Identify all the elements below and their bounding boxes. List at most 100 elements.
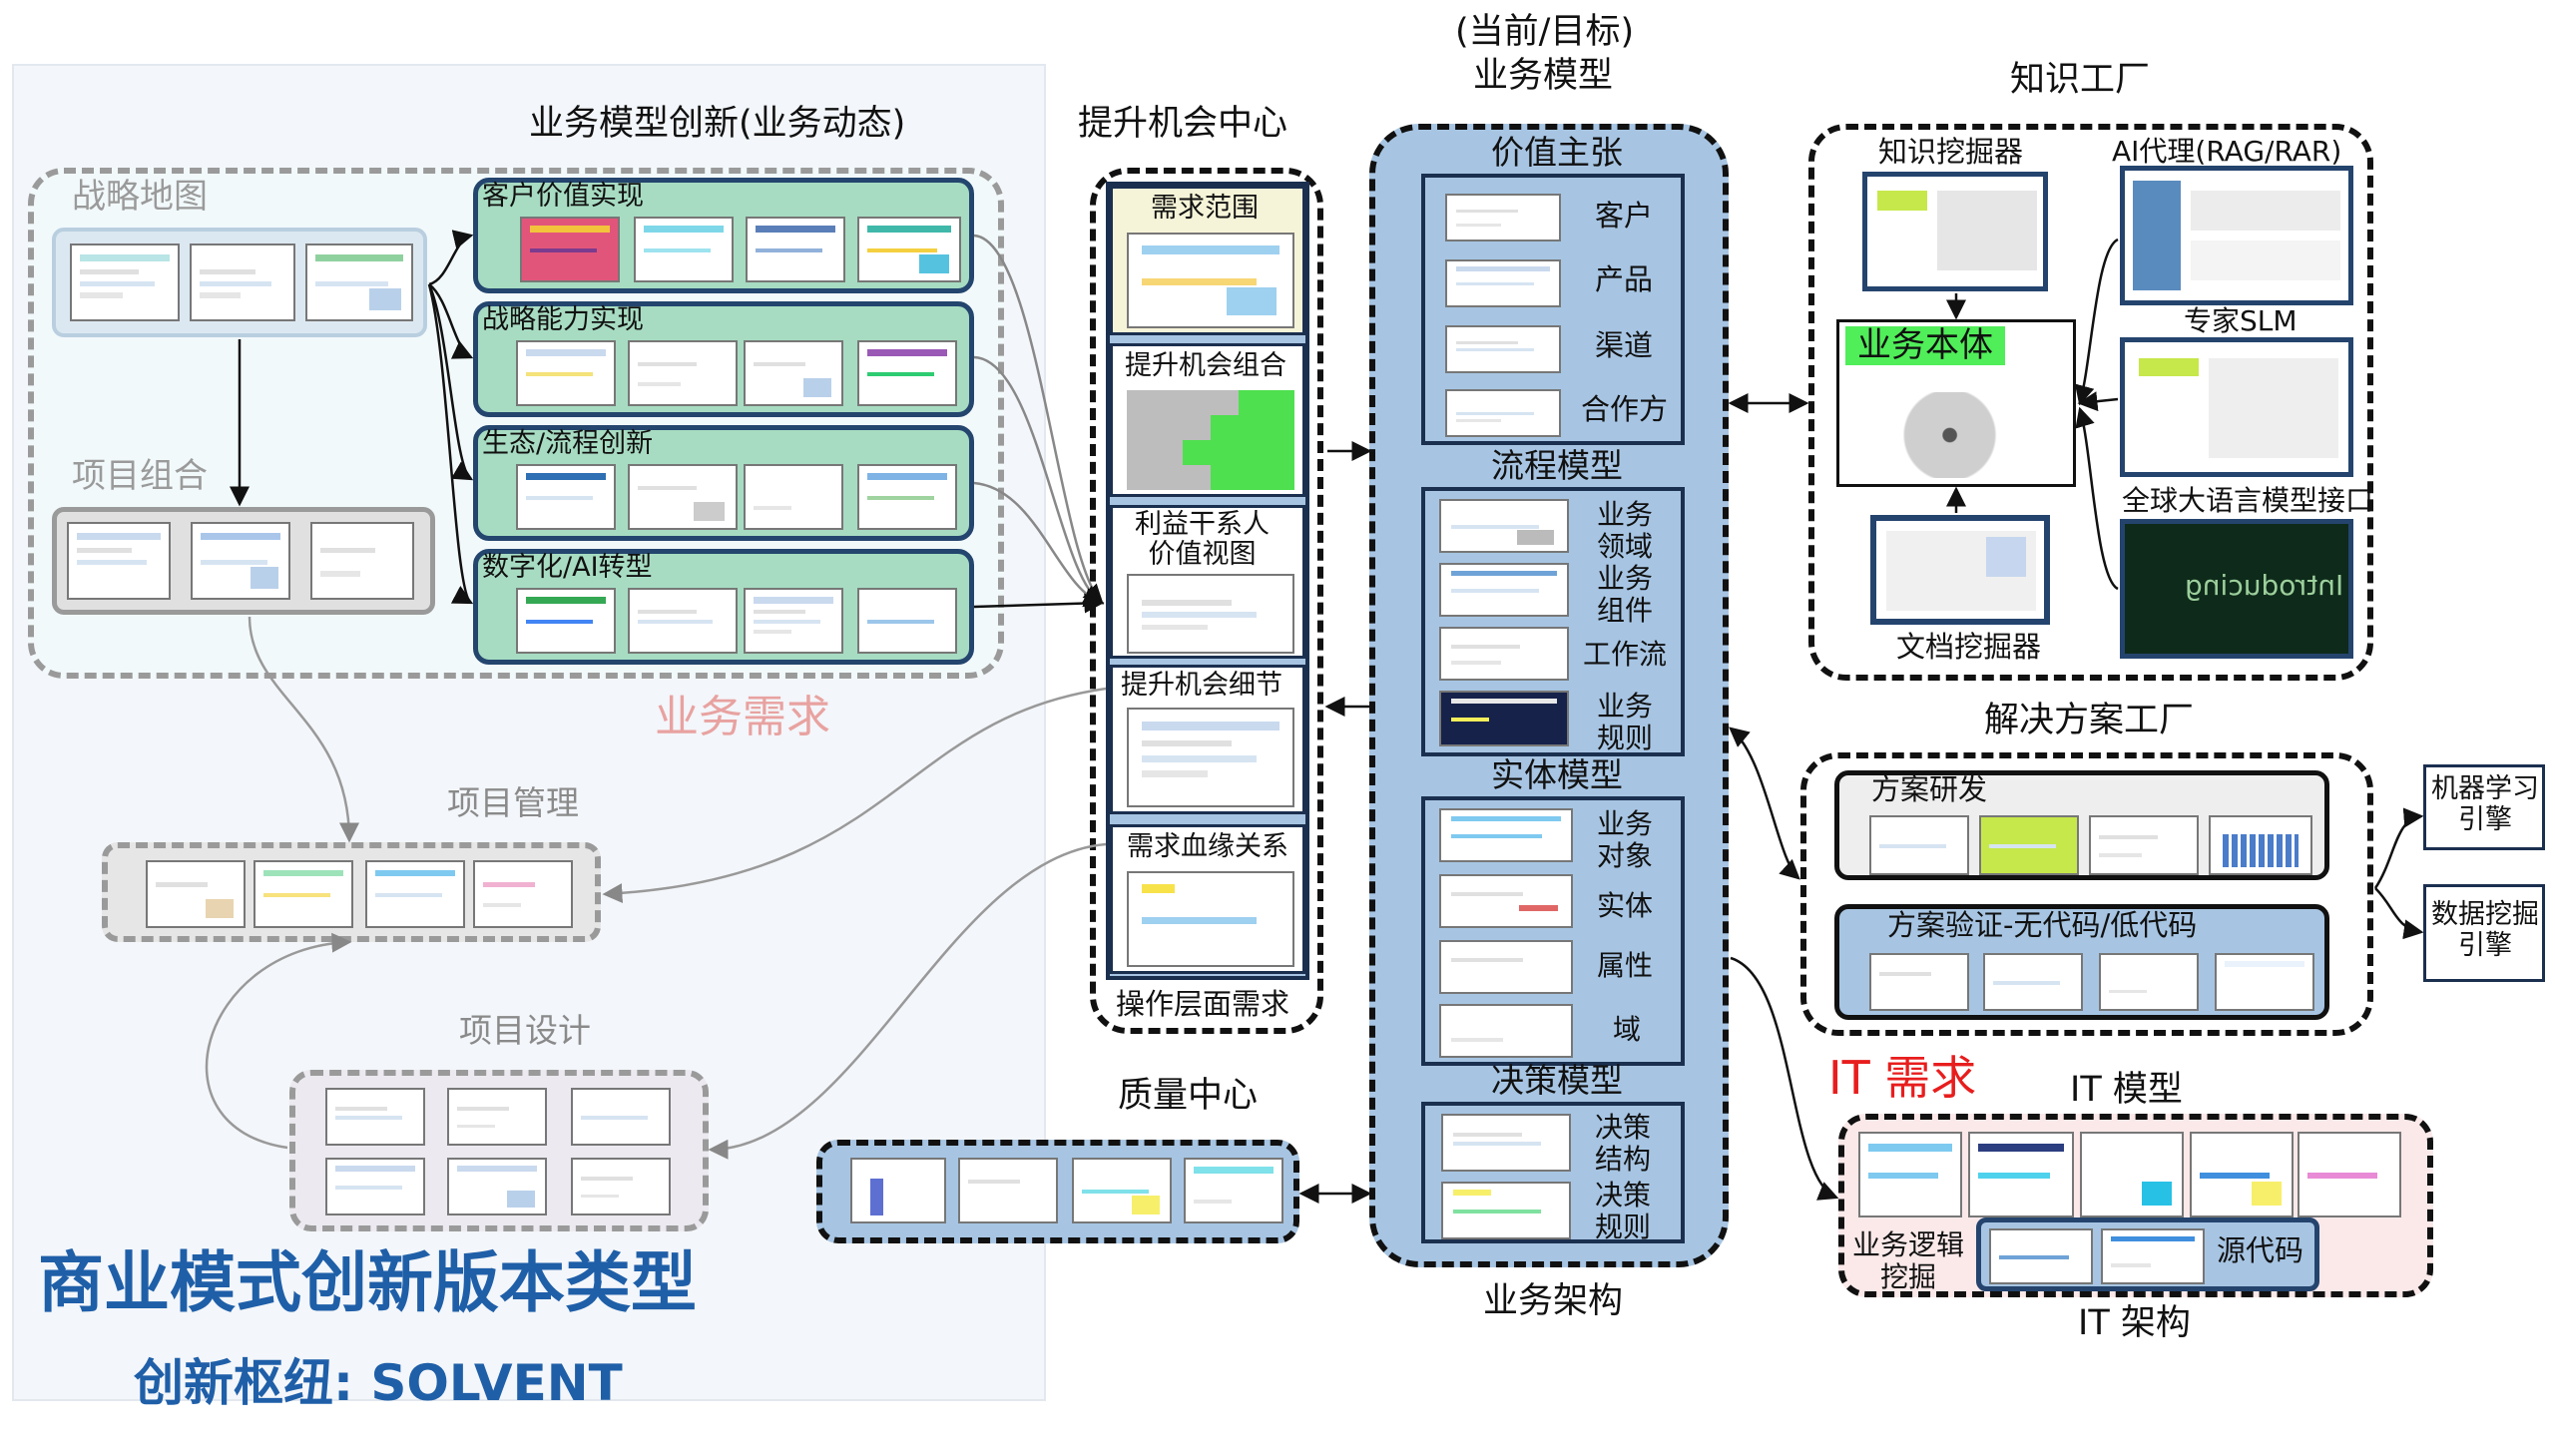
vp-channel: 渠道 — [1595, 328, 1654, 362]
customer-thumb-4 — [857, 217, 961, 282]
quality-thumb-1 — [850, 1158, 946, 1223]
customer-value-label: 客户价值实现 — [482, 181, 644, 212]
project-portfolio-box[interactable] — [52, 507, 435, 615]
pm-thumb-2 — [254, 860, 353, 928]
capability-thumb-1 — [516, 340, 616, 406]
opportunity-title: 提升机会中心 — [1078, 104, 1288, 144]
entity-model-panel[interactable]: 业务 对象 实体 属性 域 — [1421, 796, 1685, 1066]
em-thumb-4 — [1439, 1004, 1573, 1058]
knowledge-title: 知识工厂 — [2010, 60, 2151, 100]
opportunity-item-scope[interactable]: 需求范围 — [1110, 186, 1305, 335]
verification-box[interactable]: 方案验证-无代码/低代码 — [1834, 904, 2329, 1020]
verify-thumb-3 — [2099, 953, 2199, 1011]
opportunity-item-detail[interactable]: 提升机会细节 — [1110, 665, 1305, 814]
quality-thumb-3 — [1072, 1158, 1172, 1223]
it-architecture-box[interactable]: 源代码 — [1976, 1217, 2319, 1291]
project-management-label: 项目管理 — [447, 783, 579, 822]
it-thumb-1[interactable] — [1858, 1132, 1962, 1217]
innovation-to-opportunity-2 — [973, 355, 1105, 605]
strategy-to-digital — [427, 283, 474, 605]
vp-product: 产品 — [1595, 262, 1654, 296]
model-to-it — [1730, 956, 1839, 1201]
em-thumb-3 — [1439, 940, 1573, 994]
process-model-panel[interactable]: 业务 领域 业务 组件 工作流 业务 规则 — [1421, 487, 1685, 756]
em-object: 业务 对象 — [1597, 807, 1654, 873]
ai-agent-box[interactable] — [2120, 166, 2353, 305]
customer-value-panel[interactable]: 客户价值实现 — [473, 178, 974, 293]
entity-model-title: 实体模型 — [1491, 755, 1623, 794]
it-thumb-2[interactable] — [1968, 1132, 2074, 1217]
verify-thumb-2 — [1983, 953, 2083, 1011]
strategy-to-capability — [428, 283, 474, 359]
knowledge-miner-box[interactable] — [1862, 172, 2048, 291]
verify-thumb-1 — [1869, 953, 1969, 1011]
it-demand-label: IT 需求 — [1828, 1051, 1977, 1105]
ml-engine-box[interactable]: 机器学习 引擎 — [2423, 764, 2545, 850]
opportunity-item-stakeholder-label: 利益干系人 价值视图 — [1135, 509, 1270, 570]
project-portfolio-label: 项目组合 — [72, 456, 208, 496]
llm-interface-box[interactable]: Introducing — [2120, 519, 2353, 659]
design-to-pm — [205, 932, 352, 1150]
strategy-capability-label: 战略能力实现 — [482, 304, 644, 335]
innovation-title: 业务模型创新(业务动态) — [529, 104, 906, 144]
page-subtitle: 创新枢纽: SOLVENT — [134, 1354, 623, 1412]
decision-model-title: 决策模型 — [1491, 1061, 1623, 1100]
ontology-box[interactable]: 业务本体 — [1836, 319, 2076, 487]
model-to-solution — [1729, 727, 1800, 880]
doc-miner-box[interactable] — [1870, 515, 2050, 625]
strategy-thumb-2 — [190, 243, 295, 321]
pm-domain: 业务 领域 — [1597, 498, 1654, 564]
vp-customer: 客户 — [1595, 199, 1654, 233]
capability-thumb-2 — [628, 340, 738, 406]
it-architecture-label: IT 架构 — [2078, 1303, 2191, 1343]
research-thumb-3 — [2089, 815, 2199, 875]
project-design-box[interactable] — [289, 1070, 709, 1231]
opportunity-item-portfolio[interactable]: 提升机会组合 — [1110, 343, 1305, 497]
research-label: 方案研发 — [1871, 772, 1988, 806]
strategy-thumb-3 — [305, 243, 413, 321]
strategy-capability-panel[interactable]: 战略能力实现 — [473, 301, 974, 417]
decision-model-panel[interactable]: 决策 结构 决策 规则 — [1421, 1102, 1685, 1243]
value-proposition-panel[interactable]: 客户 产品 渠道 合作方 — [1421, 174, 1685, 445]
digital-ai-panel[interactable]: 数字化/AI转型 — [473, 549, 974, 665]
portfolio-grid — [1127, 390, 1294, 490]
pd-thumb-1 — [325, 1088, 425, 1146]
strategy-to-ecosystem — [427, 283, 474, 481]
portfolio-thumb-2 — [191, 522, 290, 600]
innovation-to-opportunity-3 — [973, 481, 1105, 608]
knowledge-region — [1808, 124, 2373, 681]
slm-to-ontology — [2077, 391, 2119, 412]
expert-slm-label: 专家SLM — [2184, 304, 2298, 337]
it-thumb-5[interactable] — [2298, 1132, 2401, 1217]
portfolio-thumb-1 — [67, 522, 171, 600]
it-thumb-4[interactable] — [2190, 1132, 2294, 1217]
dm-thumb-2 — [1441, 1182, 1571, 1239]
digital-thumb-3 — [744, 588, 843, 654]
solution-region — [1800, 752, 2373, 1036]
strategy-map-box[interactable] — [52, 228, 427, 337]
pm-thumb-4 — [473, 860, 573, 928]
opportunity-item-stakeholder[interactable]: 利益干系人 价值视图 — [1110, 505, 1305, 659]
dm-engine-box[interactable]: 数据挖掘 引擎 — [2423, 884, 2545, 982]
pm-model-thumb-4 — [1439, 691, 1569, 746]
ai-agent-label: AI代理(RAG/RAR) — [2112, 135, 2342, 168]
opportunity-item-detail-label: 提升机会细节 — [1121, 670, 1282, 701]
capability-thumb-3 — [744, 340, 843, 406]
quality-box[interactable] — [816, 1140, 1299, 1243]
customer-thumb-3 — [746, 217, 845, 282]
opportunity-item-lineage[interactable]: 需求血缘关系 — [1110, 824, 1305, 974]
pd-thumb-3 — [571, 1088, 671, 1146]
research-box[interactable]: 方案研发 — [1834, 770, 2329, 880]
expert-slm-box[interactable] — [2120, 337, 2353, 477]
digital-thumb-4 — [857, 588, 957, 654]
ecosystem-panel[interactable]: 生态/流程创新 — [473, 425, 974, 541]
em-attribute: 属性 — [1597, 949, 1654, 982]
llm-interface-label: 全球大语言模型接口 — [2122, 484, 2374, 517]
source-code-label: 源代码 — [2217, 1233, 2304, 1267]
scope-thumb — [1127, 233, 1294, 328]
opportunity-item-scope-label: 需求范围 — [1151, 193, 1259, 224]
pm-workflow: 工作流 — [1583, 638, 1668, 671]
ontology-graph — [1865, 392, 2053, 478]
it-thumb-3[interactable] — [2080, 1132, 2184, 1217]
ecosystem-thumb-2 — [628, 464, 738, 530]
